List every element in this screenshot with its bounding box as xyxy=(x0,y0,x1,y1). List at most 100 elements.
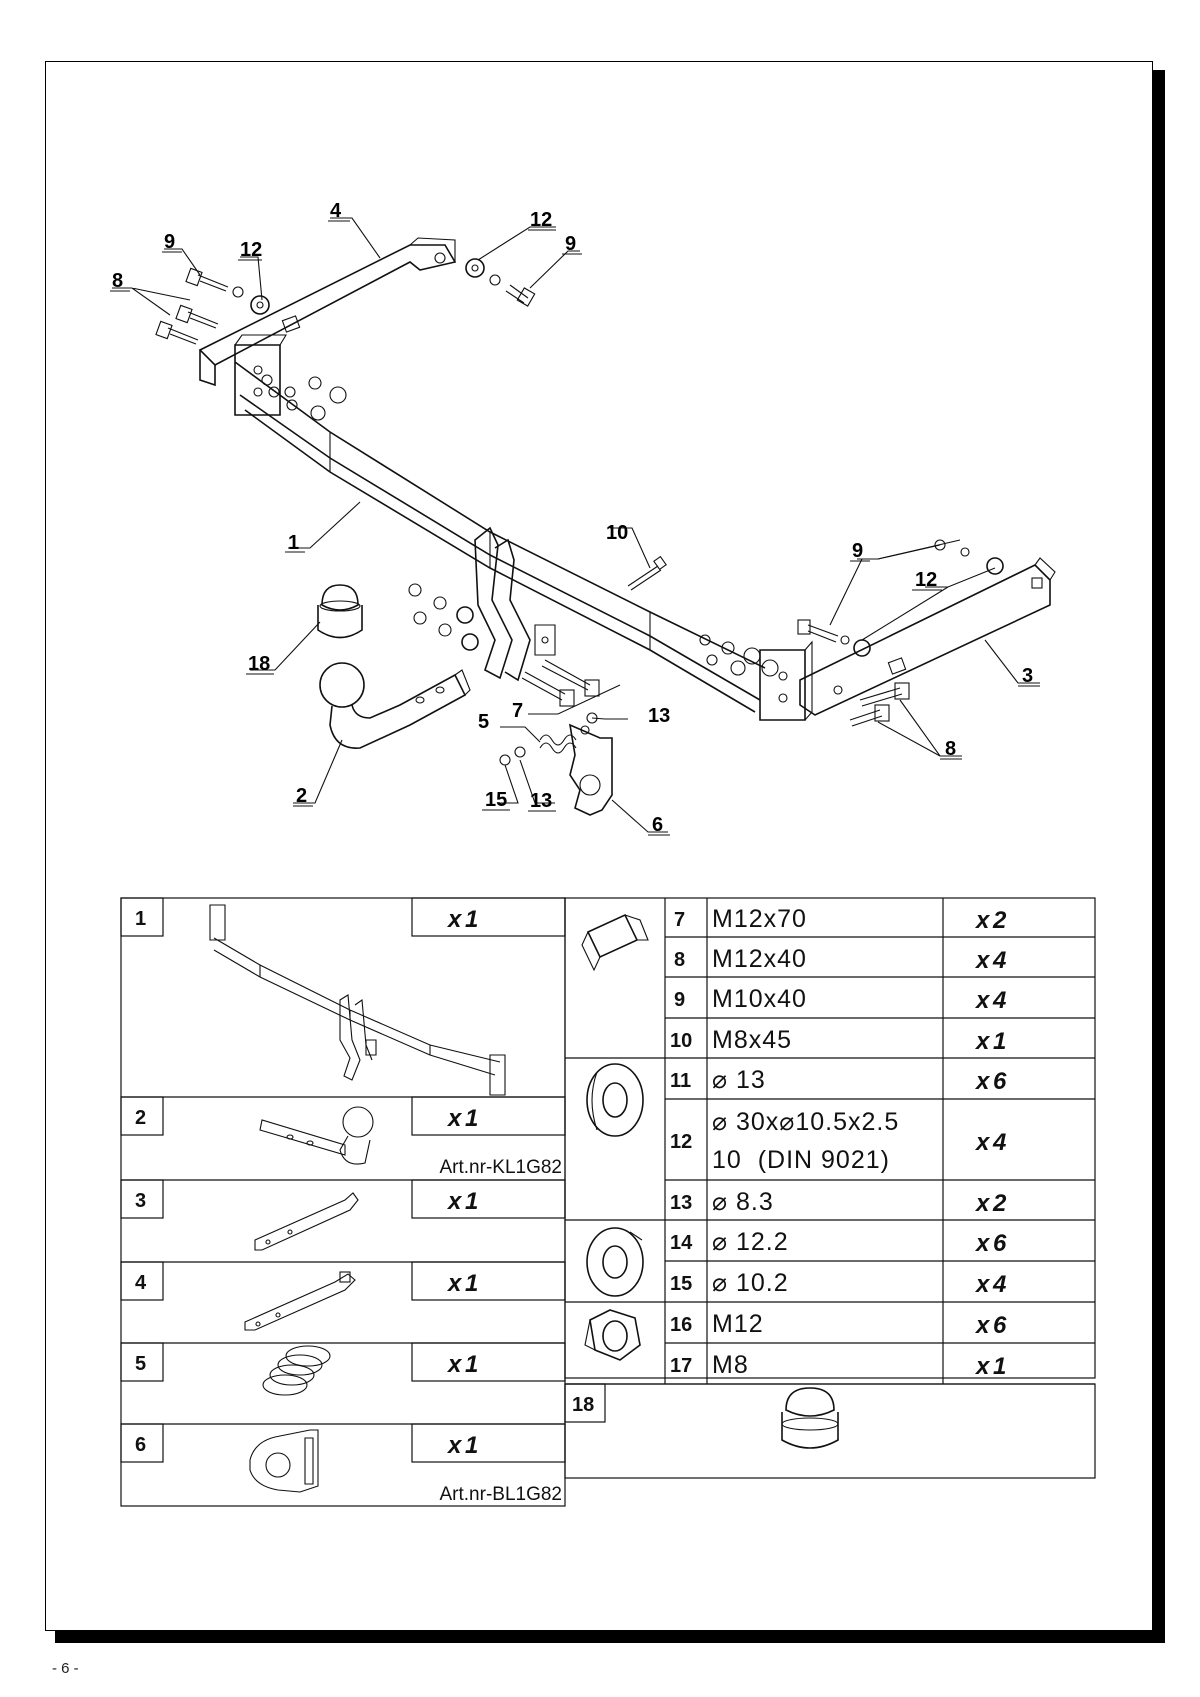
left-arm-drawing xyxy=(198,237,457,387)
crossbar-icon xyxy=(209,904,506,1096)
crossbar-drawing xyxy=(234,334,813,721)
part-1-qty-prefix: x xyxy=(446,906,463,933)
part-14-number: 14 xyxy=(670,1232,693,1254)
part-12-qty: 4 xyxy=(992,1129,1006,1156)
right-fasteners-drawing xyxy=(699,539,1004,727)
part-17-spec: M8 xyxy=(712,1351,749,1379)
bolt-icon xyxy=(581,913,649,972)
part-6-qty: 1 xyxy=(465,1432,478,1459)
parts-table xyxy=(120,897,1096,1507)
part-6-article: Art.nr-BL1G82 xyxy=(440,1484,563,1505)
part-14-qty-prefix: x xyxy=(974,1230,991,1257)
part-18-number: 18 xyxy=(572,1394,594,1416)
callout-13-right: 13 xyxy=(648,705,670,727)
callout-8-right: 8 xyxy=(945,738,956,760)
part-2-article: Art.nr-KL1G82 xyxy=(440,1157,563,1178)
callout-10: 10 xyxy=(606,522,628,544)
part-12-number: 12 xyxy=(670,1131,692,1153)
part-10-spec: M8x45 xyxy=(712,1026,792,1054)
part-2-qty: 1 xyxy=(465,1105,478,1132)
tow-ball-icon xyxy=(259,1106,374,1165)
part-7-spec: M12x70 xyxy=(712,905,807,933)
part-5-number: 5 xyxy=(135,1353,146,1375)
socket-plate-drawing xyxy=(568,723,613,816)
part-11-spec: ⌀ 13 xyxy=(712,1066,766,1094)
part-11-number: 11 xyxy=(670,1070,691,1092)
part-14-spec: ⌀ 12.2 xyxy=(712,1228,789,1256)
part-1-number: 1 xyxy=(135,908,146,930)
spring-icon xyxy=(262,1345,331,1396)
left-qty-group: x 1 x 1 x 1 x 1 x 1 x 1 xyxy=(446,906,478,1459)
part-13-qty: 2 xyxy=(992,1190,1007,1217)
callout-labels: 1 2 3 4 5 6 7 8 8 9 9 9 10 12 12 xyxy=(110,200,1040,836)
part-6-qty-prefix: x xyxy=(446,1432,463,1459)
part-10-qty: 1 xyxy=(993,1028,1006,1055)
arm4-fasteners-drawing xyxy=(465,258,536,307)
table-icons xyxy=(209,904,839,1493)
page-frame xyxy=(45,61,1153,1631)
part-9-qty: 4 xyxy=(992,987,1006,1014)
part-2-number: 2 xyxy=(135,1107,146,1129)
callout-13-bottom: 13 xyxy=(530,790,552,812)
part-5-qty-prefix: x xyxy=(446,1351,463,1378)
callout-12-top: 12 xyxy=(530,209,552,231)
cap-icon xyxy=(781,1387,839,1449)
part-8-qty-prefix: x xyxy=(974,947,991,974)
callout-18: 18 xyxy=(248,653,270,675)
part-9-qty-prefix: x xyxy=(974,987,991,1014)
part-13-number: 13 xyxy=(670,1192,692,1214)
callout-12-left: 12 xyxy=(240,239,262,261)
part-2-qty-prefix: x xyxy=(446,1105,463,1132)
cap-drawing xyxy=(317,584,363,639)
part-9-spec: M10x40 xyxy=(712,985,807,1013)
callout-12-right: 12 xyxy=(915,569,937,591)
part-17-qty: 1 xyxy=(993,1353,1006,1380)
part-16-qty: 6 xyxy=(993,1312,1007,1339)
part-3-qty-prefix: x xyxy=(446,1188,463,1215)
part-16-number: 16 xyxy=(670,1314,692,1336)
callout-15: 15 xyxy=(485,789,507,811)
part-7-qty: 2 xyxy=(992,907,1007,934)
callout-9-left: 9 xyxy=(164,231,175,253)
callout-3: 3 xyxy=(1022,665,1033,687)
part-17-number: 17 xyxy=(670,1355,692,1377)
part-4-number: 4 xyxy=(135,1272,147,1294)
right-arm-drawing xyxy=(799,557,1056,716)
part-15-spec: ⌀ 10.2 xyxy=(712,1269,789,1297)
part-13-spec: ⌀ 8.3 xyxy=(712,1188,774,1216)
part-12-spec-line2: 10 (DIN 9021) xyxy=(712,1146,890,1174)
callout-9-top: 9 xyxy=(565,233,576,255)
part-7-qty-prefix: x xyxy=(974,907,991,934)
part-11-qty: 6 xyxy=(993,1068,1007,1095)
side-bracket-4-icon xyxy=(244,1271,356,1331)
part-4-qty-prefix: x xyxy=(446,1270,463,1297)
washer-icon xyxy=(586,1063,644,1137)
part-12-qty-prefix: x xyxy=(974,1129,991,1156)
hex-nut-icon xyxy=(584,1309,641,1361)
callout-8-left: 8 xyxy=(112,270,123,292)
tow-ball-drawing xyxy=(319,662,471,749)
part-16-qty-prefix: x xyxy=(974,1312,991,1339)
exploded-diagram: 1 2 3 4 5 6 7 8 8 9 9 9 10 12 12 xyxy=(110,200,1056,836)
center-fasteners-drawing xyxy=(408,555,667,707)
part-6-number: 6 xyxy=(135,1434,146,1456)
callout-7: 7 xyxy=(512,700,523,722)
callout-5: 5 xyxy=(478,711,489,733)
part-4-qty: 1 xyxy=(465,1270,478,1297)
part-8-qty: 4 xyxy=(992,947,1006,974)
page-number: - 6 - xyxy=(52,1660,79,1677)
right-rows: 7 M12x70 x 2 8 M12x40 x 4 9 M10x40 x 4 1… xyxy=(572,905,1007,1416)
part-10-number: 10 xyxy=(670,1030,692,1052)
table-text: 1 2 3 4 5 6 x 1 x 1 x 1 x 1 x 1 x 1 Art.… xyxy=(135,905,1007,1505)
part-11-qty-prefix: x xyxy=(974,1068,991,1095)
callout-9-right: 9 xyxy=(852,540,863,562)
part-7-number: 7 xyxy=(674,909,685,931)
side-bracket-icon xyxy=(254,1192,359,1251)
part-3-number: 3 xyxy=(135,1190,146,1212)
callout-1: 1 xyxy=(288,532,299,554)
spring-washer-icon xyxy=(586,1227,644,1297)
part-17-qty-prefix: x xyxy=(974,1353,991,1380)
part-8-spec: M12x40 xyxy=(712,945,807,973)
callout-2: 2 xyxy=(296,785,307,807)
